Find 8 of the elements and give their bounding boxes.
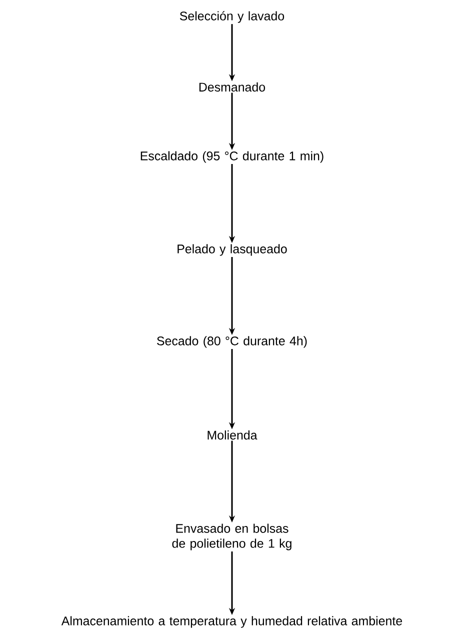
step-text: Molienda bbox=[208, 430, 258, 440]
step-text: Almacenamiento a temperatura y humedad relativa ambiente bbox=[61, 616, 402, 628]
step-text: Escaldado (95 °C durante 1 min) bbox=[140, 151, 324, 163]
step-text: Selección y lavado bbox=[180, 11, 284, 23]
step-text: Desmanado bbox=[199, 82, 266, 92]
step-text: Secado (80 °C durante 4h) bbox=[157, 336, 307, 348]
step-text: Envasado en bolsas de polietileno de 1 kg bbox=[172, 524, 292, 550]
step-text: Pelado y lasqueado bbox=[178, 244, 287, 256]
